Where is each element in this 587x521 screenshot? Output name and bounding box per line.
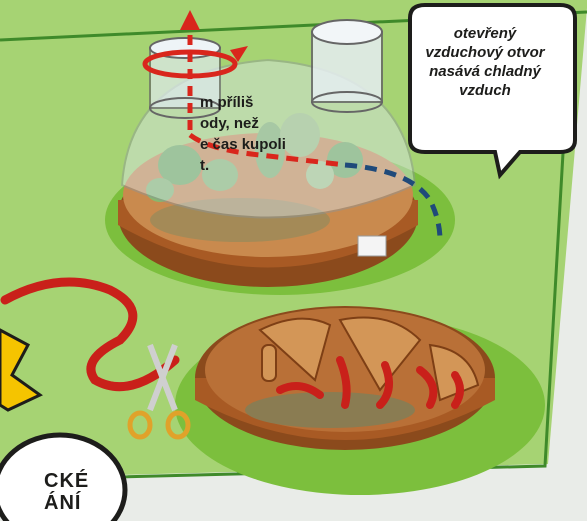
- body-text-line: t.: [200, 155, 320, 176]
- body-text-line: m příliš: [200, 92, 320, 113]
- badge-text: CKÉ ÁNÍ: [44, 470, 114, 514]
- speech-bubble-text: otevřený vzduchový otvor nasává chladný …: [410, 24, 560, 100]
- body-text-line: ody, než: [200, 113, 320, 134]
- badge-line: ÁNÍ: [44, 492, 114, 514]
- body-text-line: e čas kupoli: [200, 134, 320, 155]
- speech-line: vzduchový otvor: [410, 43, 560, 62]
- sticker-label: [358, 236, 386, 256]
- speech-line: otevřený: [410, 24, 560, 43]
- body-text-snippet: m příliš ody, než e čas kupoli t.: [200, 92, 320, 176]
- vent-cylinder-right: [312, 20, 382, 112]
- badge-line: CKÉ: [44, 470, 114, 492]
- speech-line: nasává chladný: [410, 62, 560, 81]
- speech-line: vzduch: [410, 81, 560, 100]
